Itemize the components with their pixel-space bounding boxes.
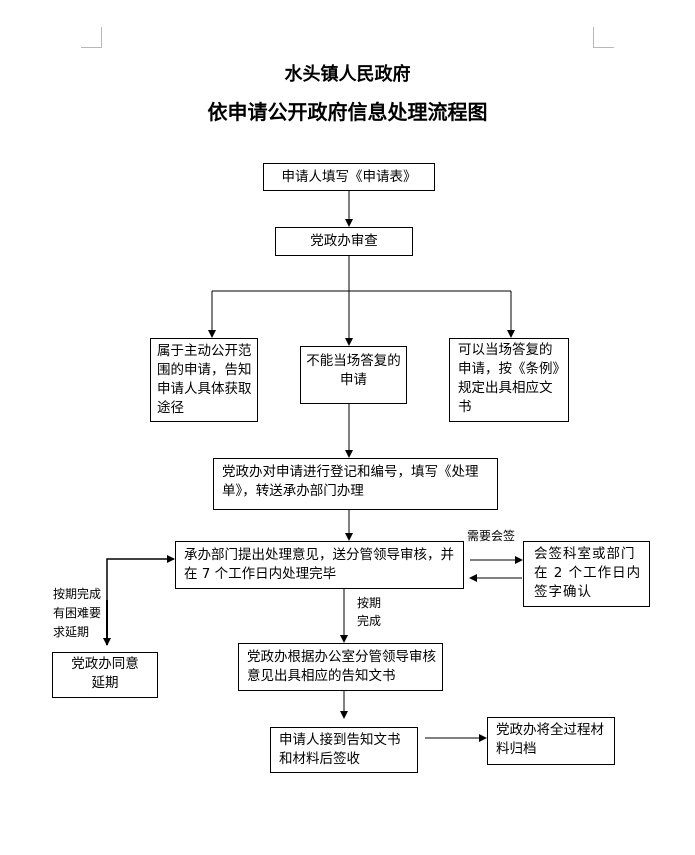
node-apply-text: 申请人填写《申请表》 [281, 169, 417, 185]
title-line-1: 水头镇人民政府 [284, 64, 411, 85]
node-not-immediate-text: 不能当场答复的申请 [306, 353, 401, 388]
title-line-2: 依申请公开政府信息处理流程图 [207, 100, 488, 124]
node-receipt-text: 申请人接到告知文书和材料后签收 [279, 732, 401, 767]
node-countersign-text: 会签科室或部门在 2 个工作日内签字确认 [534, 546, 642, 600]
node-register-text: 党政办对申请进行登记和编号，填写《处理单》，转送承办部门办理 [222, 464, 479, 499]
node-immediate-text: 可以当场答复的申请，按《条例》规定出具相应文书 [458, 342, 560, 415]
label-delay-request: 按期完成有困难要求延期 [53, 587, 102, 639]
page-corner-mark-top-left [81, 27, 102, 48]
node-review-text: 党政办审查 [310, 233, 378, 249]
node-extension: 党政办同意延期 [52, 652, 158, 698]
node-archive-text: 党政办将全过程材料归档 [496, 722, 604, 757]
node-notice-text: 党政办根据办公室分管领导审核意见出具相应的告知文书 [247, 649, 436, 684]
node-active-scope: 属于主动公开范围的申请，告知申请人具体获取途径 [150, 338, 258, 422]
node-notice: 党政办根据办公室分管领导审核意见出具相应的告知文书 [238, 643, 443, 691]
node-dept-opinion-text: 承办部门提出处理意见，送分管领导审核，并在 7 个工作日内处理完毕 [184, 547, 454, 582]
label-on-time: 按期完成 [357, 596, 382, 628]
node-review: 党政办审查 [275, 227, 413, 256]
node-extension-text: 党政办同意延期 [71, 656, 139, 691]
node-register: 党政办对申请进行登记和编号，填写《处理单》，转送承办部门办理 [213, 458, 498, 510]
node-not-immediate: 不能当场答复的申请 [300, 346, 407, 404]
node-immediate: 可以当场答复的申请，按《条例》规定出具相应文书 [449, 338, 569, 422]
node-active-scope-text: 属于主动公开范围的申请，告知申请人具体获取途径 [157, 343, 252, 416]
node-archive: 党政办将全过程材料归档 [487, 717, 615, 765]
node-dept-opinion: 承办部门提出处理意见，送分管领导审核，并在 7 个工作日内处理完毕 [175, 541, 464, 589]
node-apply: 申请人填写《申请表》 [263, 163, 435, 191]
node-receipt: 申请人接到告知文书和材料后签收 [270, 727, 418, 773]
page-corner-mark-top-right [593, 27, 614, 48]
arrow-extension-to-dept [106, 555, 175, 643]
node-countersign: 会签科室或部门在 2 个工作日内签字确认 [523, 541, 650, 607]
label-need-countersign: 需要会签 [467, 529, 516, 543]
